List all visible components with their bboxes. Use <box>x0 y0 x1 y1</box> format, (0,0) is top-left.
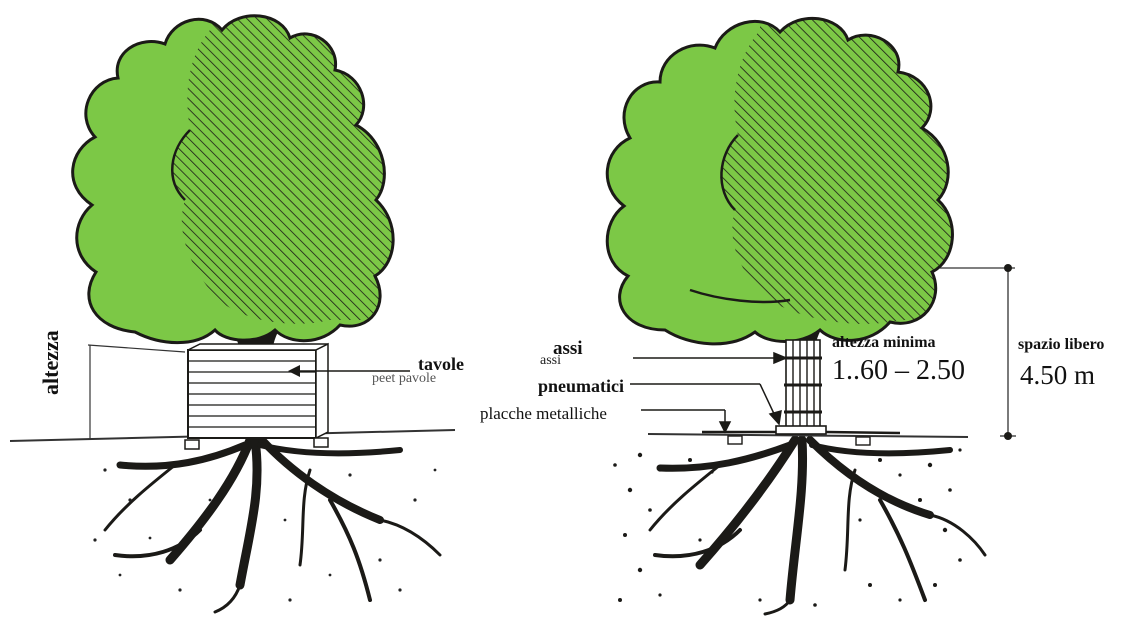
left-canopy <box>73 0 420 343</box>
planks-label-small: assi <box>540 354 561 368</box>
left-roots <box>105 440 440 612</box>
min-height-value: 1..60 – 2.50 <box>832 357 965 385</box>
metal-plates-label: placche metalliche <box>480 405 607 422</box>
right-tree <box>607 0 1016 614</box>
clearance-dimension <box>940 268 1016 436</box>
clearance-label: spazio libero <box>1018 337 1104 353</box>
right-label-pointers <box>630 353 786 432</box>
right-roots <box>650 440 985 614</box>
left-tree <box>10 0 455 612</box>
boards-label: tavole <box>418 355 464 373</box>
tyres-label: pneumatici <box>538 377 624 395</box>
height-label: altezza <box>40 330 62 395</box>
clearance-value: 4.50 m <box>1020 362 1095 389</box>
left-height-dimension <box>88 345 185 440</box>
right-canopy <box>607 0 980 344</box>
faded-boards-label: peet pavole <box>372 372 436 386</box>
min-height-label: altezza minima <box>832 335 936 351</box>
left-board-casing <box>185 344 328 449</box>
